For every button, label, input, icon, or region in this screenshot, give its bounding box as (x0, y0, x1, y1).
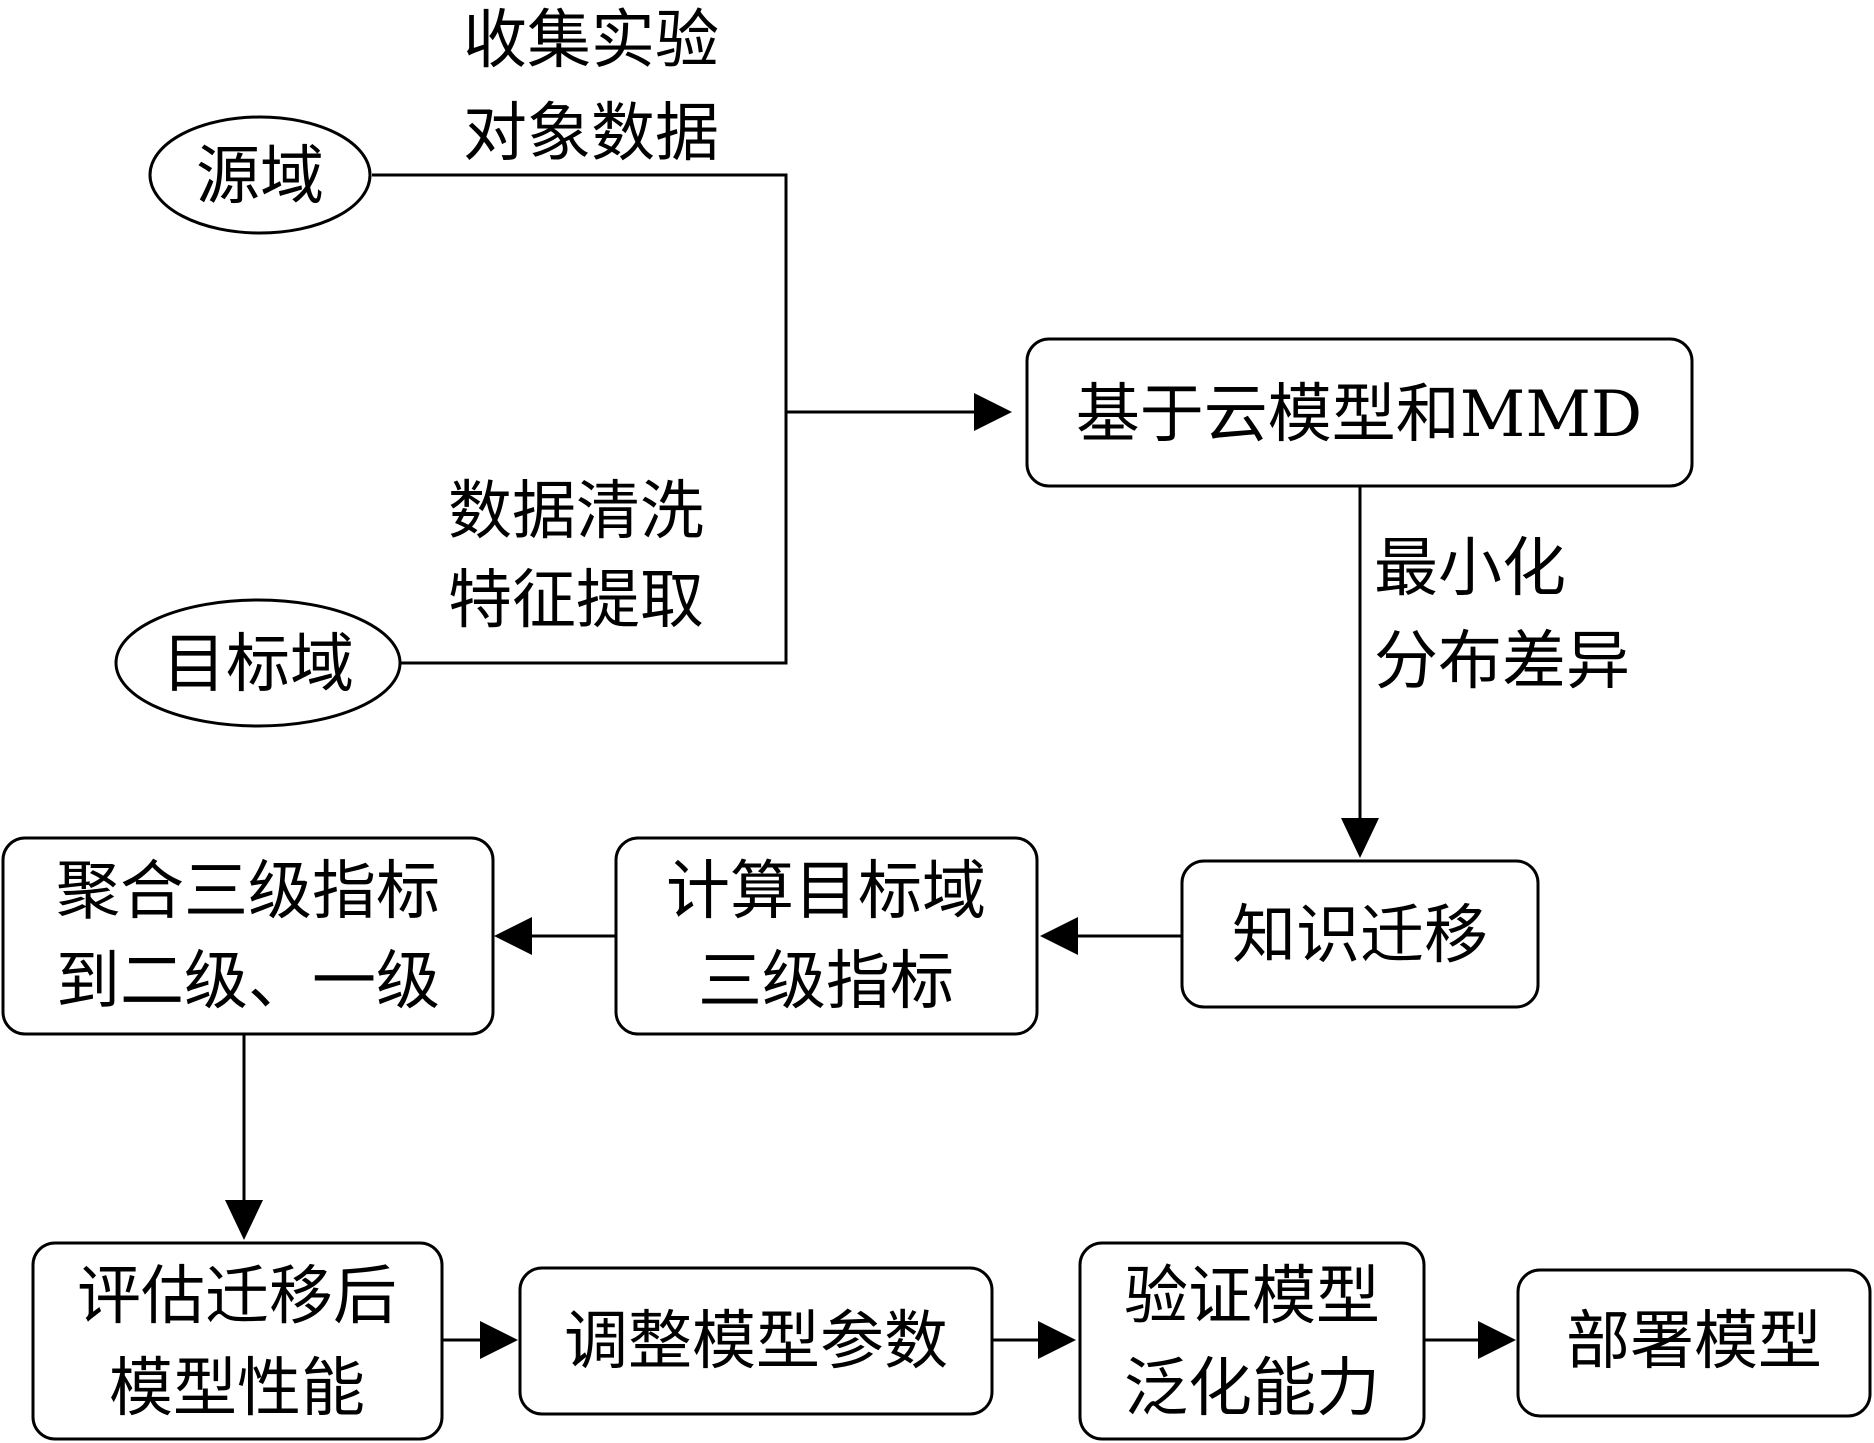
node-knowledge-transfer-label: 知识迁移 (1232, 899, 1488, 973)
node-evaluate-performance-line1: 评估迁移后 (77, 1260, 397, 1334)
node-compute-indicators-line1: 计算目标域 (666, 855, 986, 929)
node-aggregate-indicators-line2: 到二级、一级 (56, 945, 440, 1019)
node-cloud-mmd-label: 基于云模型和MMD (1076, 378, 1642, 452)
label-clean-extract-line2: 特征提取 (448, 564, 704, 638)
edge-target-to-merge (400, 412, 788, 665)
node-adjust-params-label: 调整模型参数 (564, 1305, 948, 1379)
node-compute-indicators: 计算目标域 三级指标 (614, 836, 1039, 1036)
node-validate-generalization-line2: 泛化能力 (1124, 1352, 1380, 1426)
node-target-domain-label: 目标域 (162, 628, 354, 702)
node-deploy-model-label: 部署模型 (1566, 1305, 1822, 1379)
node-aggregate-indicators: 聚合三级指标 到二级、一级 (1, 836, 495, 1036)
node-cloud-mmd: 基于云模型和MMD (1025, 337, 1694, 488)
node-validate-generalization: 验证模型 泛化能力 (1078, 1241, 1426, 1441)
node-adjust-params: 调整模型参数 (518, 1266, 994, 1416)
node-validate-generalization-line1: 验证模型 (1124, 1260, 1380, 1334)
arrowhead-to-compute-indicators (1040, 917, 1078, 955)
node-target-domain: 目标域 (114, 598, 402, 728)
label-minimize-diff-line2: 分布差异 (1374, 625, 1630, 699)
node-source-domain-label: 源域 (196, 140, 324, 214)
arrowhead-to-aggregate-indicators (494, 917, 532, 955)
arrowhead-to-evaluate-performance (225, 1200, 263, 1240)
label-collect-data-line1: 收集实验 (463, 4, 719, 78)
node-knowledge-transfer: 知识迁移 (1180, 859, 1540, 1009)
node-deploy-model: 部署模型 (1516, 1268, 1872, 1418)
arrowhead-to-deploy-model (1478, 1321, 1516, 1359)
edge-source-to-merge (372, 173, 788, 412)
node-compute-indicators-line2: 三级指标 (698, 945, 954, 1019)
node-evaluate-performance: 评估迁移后 模型性能 (31, 1241, 444, 1441)
node-source-domain: 源域 (148, 115, 372, 235)
node-evaluate-performance-line2: 模型性能 (109, 1352, 365, 1426)
arrowhead-to-adjust-params (480, 1321, 518, 1359)
label-clean-extract-line1: 数据清洗 (448, 475, 704, 549)
arrowhead-to-cloud-mmd (974, 393, 1012, 431)
arrowhead-to-validate-generalization (1038, 1321, 1076, 1359)
label-minimize-diff-line1: 最小化 (1374, 532, 1566, 606)
node-aggregate-indicators-line1: 聚合三级指标 (56, 855, 440, 929)
arrowhead-to-knowledge-transfer (1341, 818, 1379, 858)
label-collect-data-line2: 对象数据 (463, 97, 719, 171)
